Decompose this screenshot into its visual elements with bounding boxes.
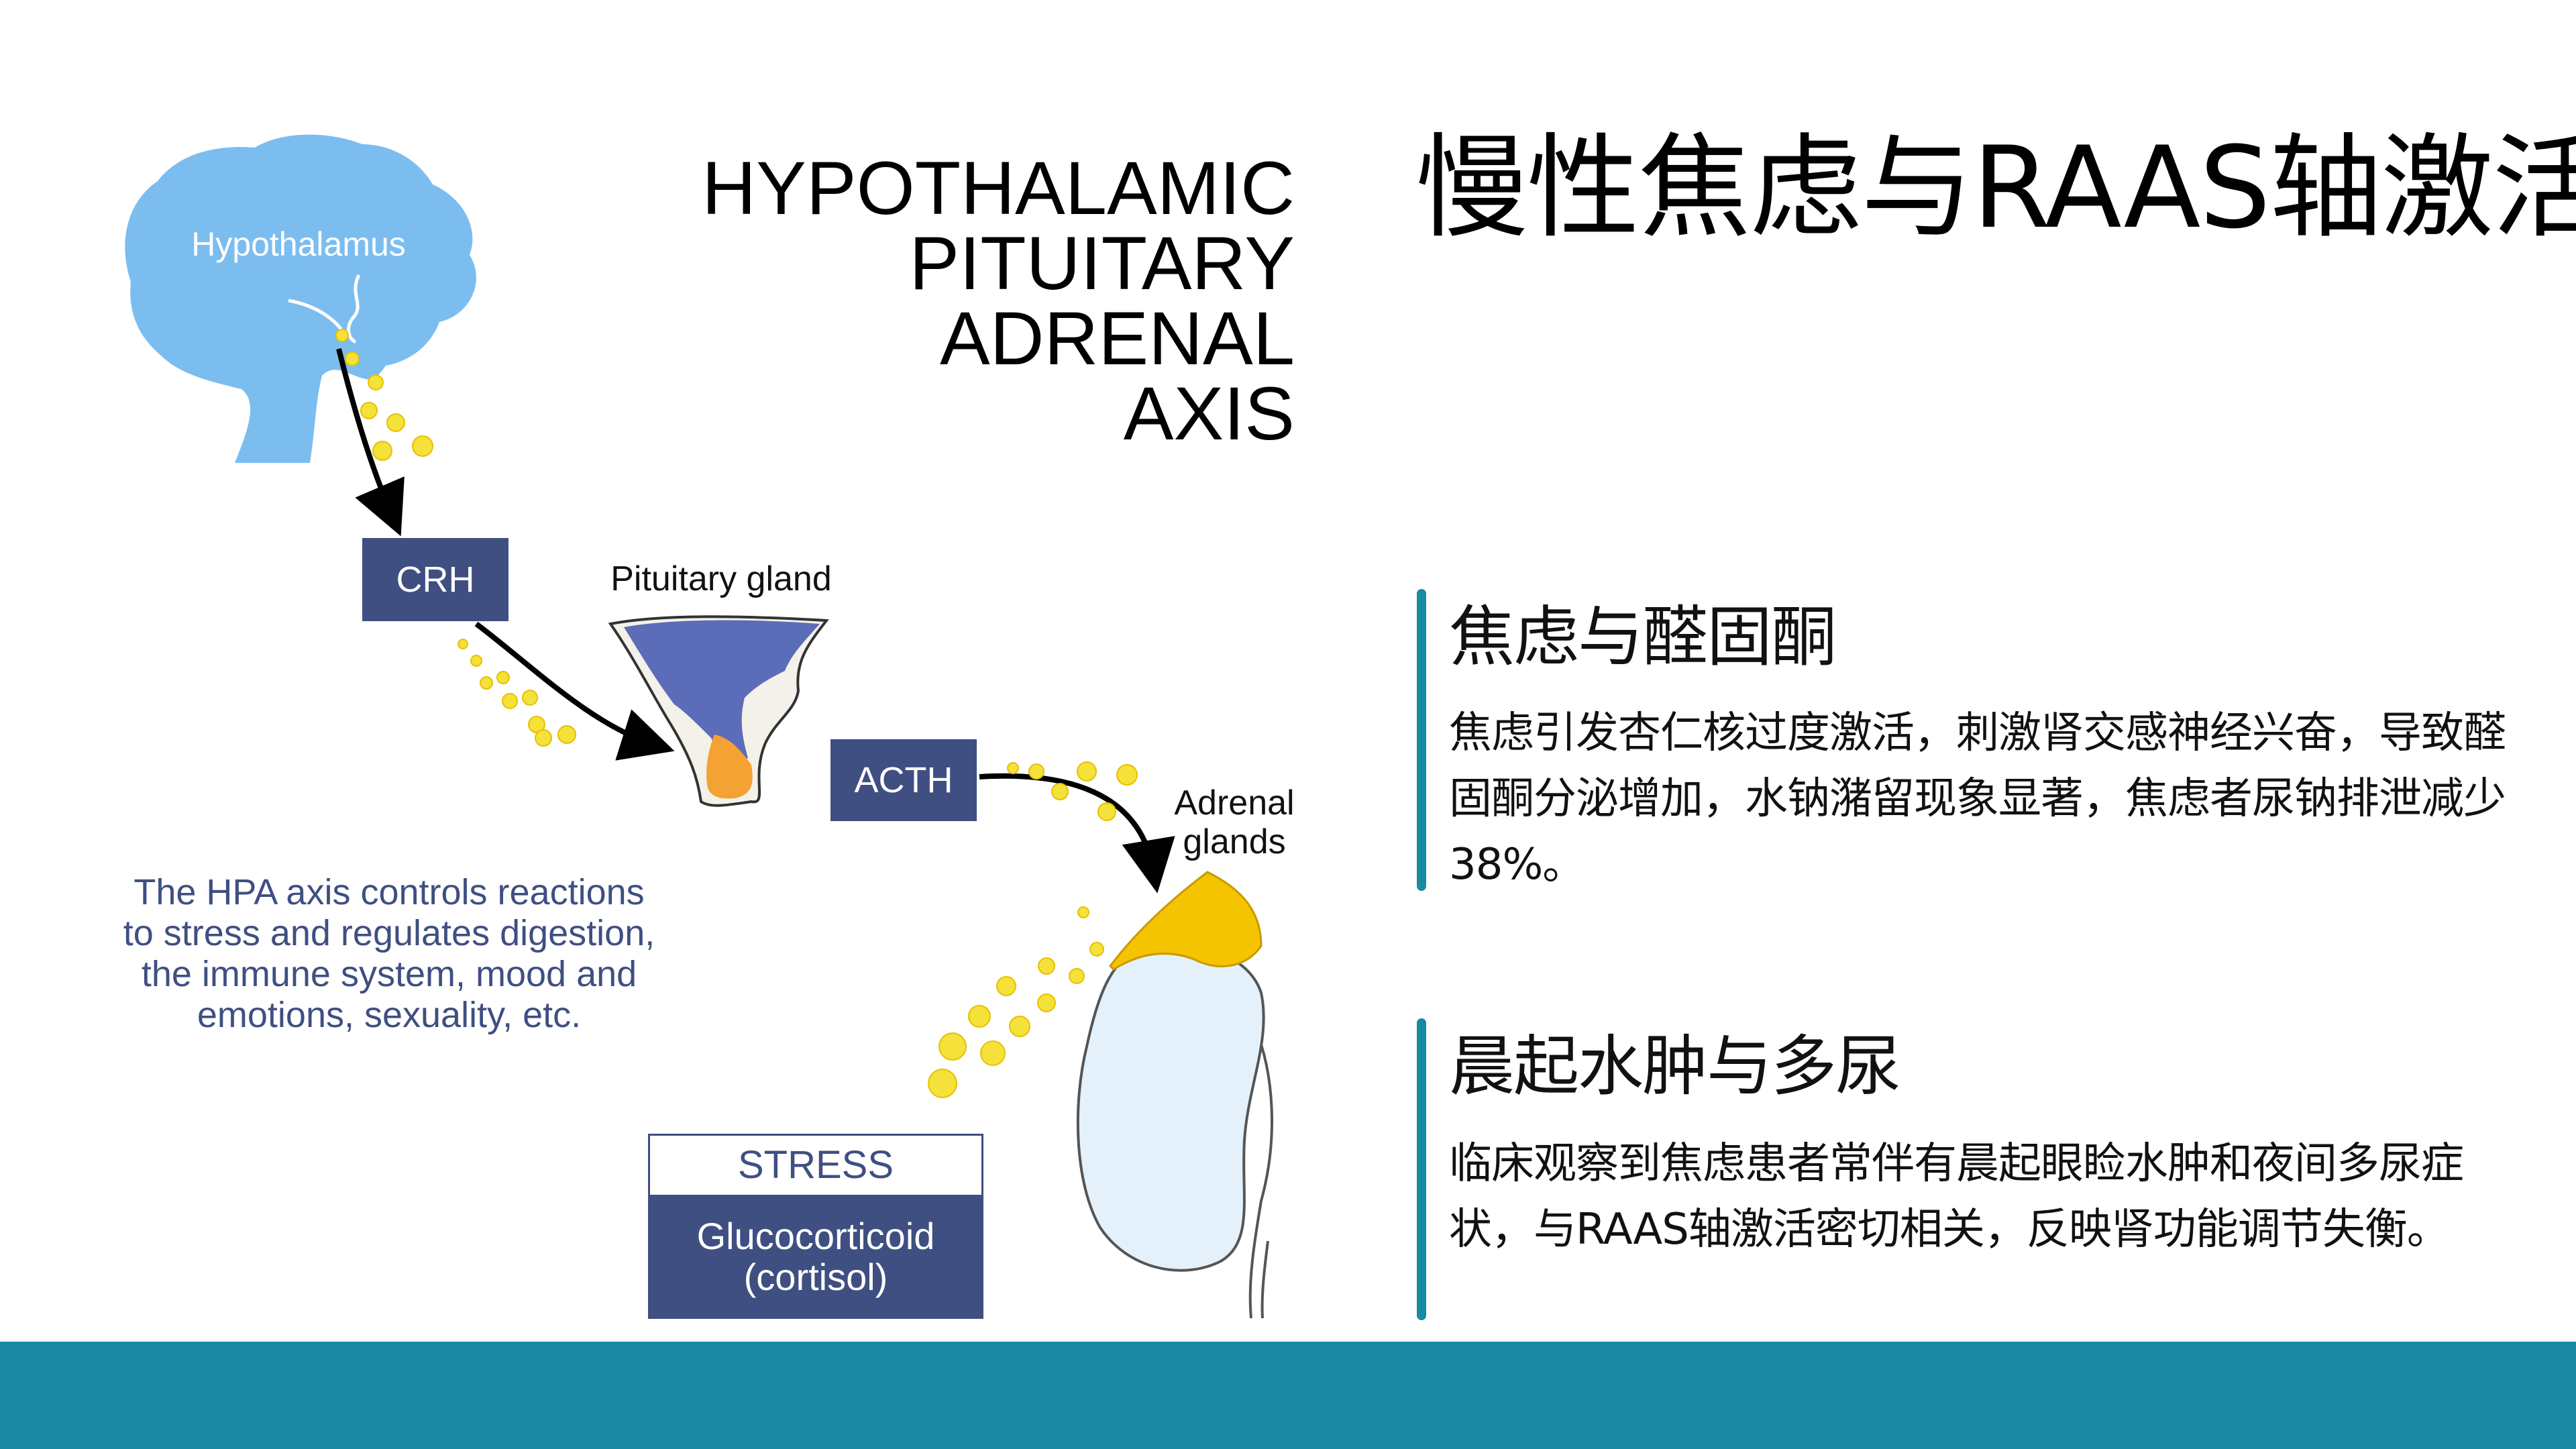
caption-line: emotions, sexuality, etc. [197, 995, 582, 1035]
caption-line: The HPA axis controls reactions [133, 872, 645, 912]
section-body: 临床观察到焦虑患者常伴有晨起眼睑水肿和夜间多尿症状，与RAAS轴激活密切相关，反… [1449, 1139, 2464, 1254]
hypothalamus-label: Hypothalamus [191, 225, 406, 263]
kidney-vessel [1248, 1026, 1273, 1319]
pituitary-label: Pituitary gland [610, 559, 832, 598]
section-heading: 晨起水肿与多尿 [1449, 1028, 1901, 1105]
pituitary-anterior [624, 620, 820, 760]
arrow-crh-pituitary [474, 621, 675, 761]
hpa-title-line: HYPOTHALAMIC [702, 146, 1295, 230]
arrow-hypothalamus-crh [336, 348, 405, 537]
stress-response-body: Glucocorticoid (cortisol) [648, 1197, 983, 1319]
adrenal-label-line: glands [1183, 822, 1286, 861]
hpa-title-line: PITUITARY [909, 221, 1295, 305]
hpa-title-line: ADRENAL [939, 297, 1295, 380]
hormone-dots [335, 329, 1138, 1098]
caption-line: to stress and regulates digestion, [123, 913, 655, 953]
kidney-shape [1076, 945, 1265, 1272]
hpa-caption: The HPA axis controls reactions to stres… [121, 872, 657, 1036]
pituitary-posterior [706, 735, 753, 799]
stress-body-line: (cortisol) [743, 1256, 888, 1298]
stress-response-header: STRESS RESPONSE [648, 1134, 983, 1246]
section-heading: 焦虑与醛固酮 [1449, 599, 1837, 676]
slide-title: 慢性焦虑与RAAS轴激活 [1415, 122, 2576, 254]
hpa-axis-title: HYPOTHALAMIC PITUITARY ADRENAL AXIS [671, 151, 1295, 451]
caption-line: the immune system, mood and [141, 954, 637, 994]
section-anxiety-aldosterone: 焦虑与醛固酮 焦虑引发杏仁核过度激活，刺激肾交感神经兴奋，导致醛固酮分泌增加，水… [1417, 589, 2524, 891]
footer-band [0, 1342, 2576, 1449]
stress-body-line: Glucocorticoid [696, 1215, 935, 1257]
hypothalamus-shape [125, 134, 476, 463]
hpa-title-line: AXIS [1123, 372, 1295, 455]
crh-box: CRH [362, 538, 508, 621]
adrenal-gland-shape [1109, 871, 1263, 971]
acth-box: ACTH [830, 739, 977, 821]
section-edema-polyuria: 晨起水肿与多尿 临床观察到焦虑患者常伴有晨起眼睑水肿和夜间多尿症状，与RAAS轴… [1417, 1018, 2524, 1320]
arrow-acth-adrenal [979, 773, 1175, 894]
adrenal-glands-label: Adrenal glands [1154, 784, 1315, 861]
section-accent-bar [1417, 589, 1426, 891]
section-body: 焦虑引发杏仁核过度激活，刺激肾交感神经兴奋，导致醛固酮分泌增加，水钠潴留现象显著… [1449, 708, 2506, 890]
adrenal-label-line: Adrenal [1174, 784, 1295, 822]
hpa-diagram [125, 134, 1273, 1319]
section-accent-bar [1417, 1018, 1426, 1320]
